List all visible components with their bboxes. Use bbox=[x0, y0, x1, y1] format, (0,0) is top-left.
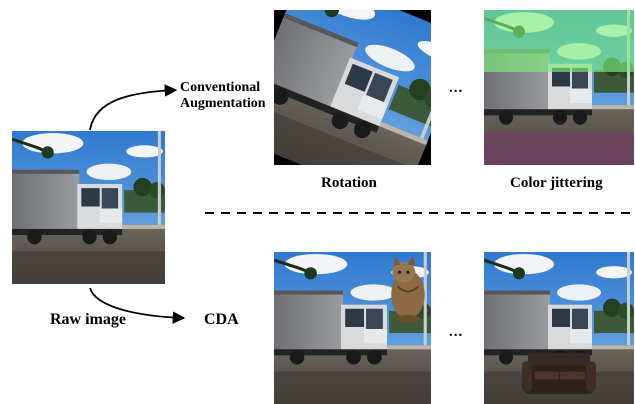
cda-ellipsis: ... bbox=[449, 324, 464, 340]
cda-label: CDA bbox=[204, 311, 239, 328]
conventional-ellipsis: ... bbox=[449, 80, 464, 96]
conventional-augmentation-label: Conventional Augmentation bbox=[180, 80, 266, 111]
sofa-object bbox=[522, 353, 596, 394]
color-jittering-label: Color jittering bbox=[510, 175, 603, 191]
cat-object bbox=[391, 255, 425, 323]
rotation-example-image bbox=[274, 10, 431, 165]
rotation-label: Rotation bbox=[321, 175, 377, 191]
arrow-to-conventional bbox=[89, 84, 178, 131]
cda-cat-example-image bbox=[274, 252, 431, 404]
cda-sofa-example-image bbox=[484, 252, 634, 404]
color-jittering-example-image bbox=[484, 10, 634, 165]
raw-image-label: Raw image bbox=[50, 311, 126, 328]
raw-image bbox=[12, 131, 165, 284]
